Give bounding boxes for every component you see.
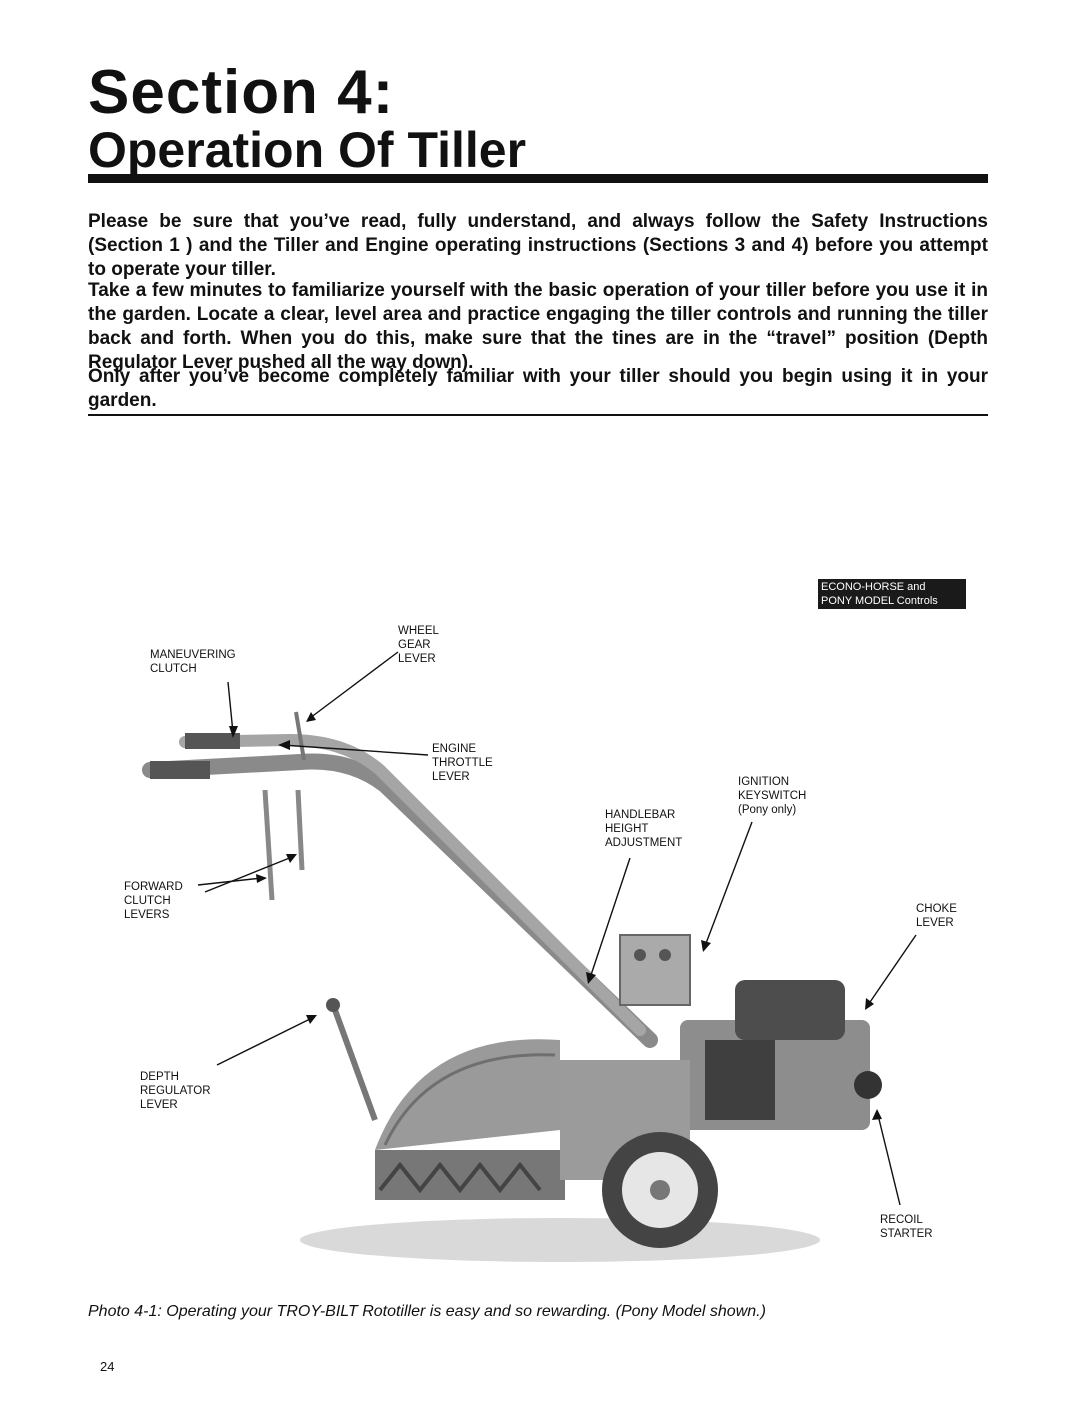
label-maneuvering-clutch: MANEUVERING CLUTCH bbox=[150, 649, 236, 675]
intro-paragraph-safety: Please be sure that you’ve read, fully u… bbox=[88, 211, 988, 280]
photo-caption: Photo 4-1: Operating your TROY-BILT Roto… bbox=[88, 1303, 766, 1320]
label-forward-clutch-levers: FORWARD CLUTCH LEVERS bbox=[124, 881, 183, 921]
title-underline bbox=[88, 174, 988, 183]
label-wheel-gear-lever: WHEEL GEAR LEVER bbox=[398, 625, 439, 665]
label-ignition-keyswitch: IGNITION KEYSWITCH (Pony only) bbox=[738, 776, 807, 816]
label-choke-lever: CHOKE LEVER bbox=[916, 903, 957, 929]
section-heading: Section 4: bbox=[88, 58, 395, 127]
intro-paragraph-garden: Only after you’ve become completely fami… bbox=[88, 366, 988, 411]
section-divider bbox=[88, 414, 988, 416]
label-depth-regulator-lever: DEPTH REGULATOR LEVER bbox=[140, 1071, 211, 1111]
model-controls-tag: ECONO-HORSE and PONY MODEL Controls bbox=[818, 579, 966, 609]
intro-paragraph-practice: Take a few minutes to familiarize yourse… bbox=[88, 280, 988, 373]
page-title: Operation Of Tiller bbox=[88, 122, 527, 178]
page-number: 24 bbox=[100, 1359, 115, 1374]
label-recoil-starter: RECOIL STARTER bbox=[880, 1214, 933, 1240]
label-handlebar-height-adjustment: HANDLEBAR HEIGHT ADJUSTMENT bbox=[605, 809, 683, 849]
label-engine-throttle-lever: ENGINE THROTTLE LEVER bbox=[432, 743, 493, 783]
